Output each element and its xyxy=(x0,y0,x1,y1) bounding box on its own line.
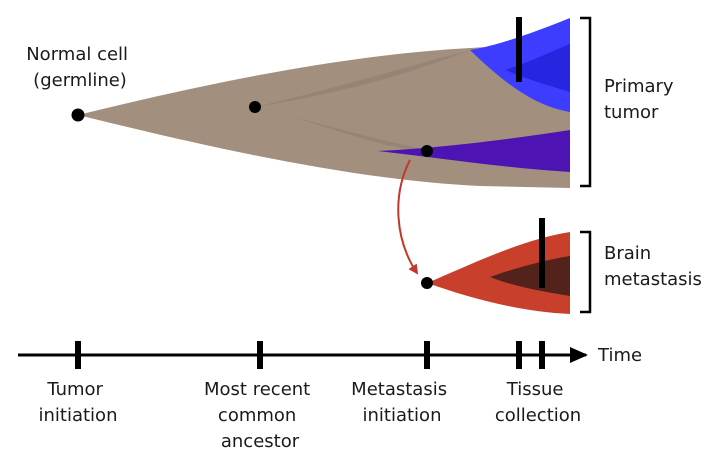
metastasis-node xyxy=(421,277,433,289)
tick-tissue-collection-primary xyxy=(516,341,522,369)
primary-tumor-bracket xyxy=(580,16,592,188)
brain-metastasis-bracket xyxy=(580,230,592,314)
tick-label-metastasis-initiation: Metastasis initiation xyxy=(351,379,453,426)
tick-mrca xyxy=(257,341,263,369)
tick-tissue-collection-metastasis xyxy=(539,341,545,369)
tick-label-tumor-initiation: Tumor initiation xyxy=(39,379,118,426)
primary-tumor-lineage xyxy=(71,16,592,188)
normal-cell-label: Normal cell (germline) xyxy=(26,44,134,91)
metastasis-shape xyxy=(427,232,570,314)
metastasis-origin-node xyxy=(421,145,433,157)
brain-metastasis-lineage xyxy=(421,218,592,314)
tick-label-mrca: Most recent common ancestor xyxy=(204,379,316,452)
tick-tumor-initiation xyxy=(75,341,81,369)
blue-subclone-inner xyxy=(505,44,570,92)
tick-label-tissue-collection: Tissue collection xyxy=(495,379,581,426)
brain-metastasis-label: Brain metastasis xyxy=(604,243,702,290)
normal-cell-node xyxy=(71,108,85,122)
metastasis-collection-marker xyxy=(539,218,545,288)
metastasis-seeding-arrow xyxy=(397,159,419,275)
primary-collection-marker xyxy=(516,17,522,82)
purple-subclone-shape xyxy=(378,130,570,172)
primary-tumor-label: Primary tumor xyxy=(604,76,679,123)
metastasis-dark-subclone xyxy=(490,256,570,296)
tick-metastasis-initiation xyxy=(424,341,430,369)
mrca-node xyxy=(249,101,261,113)
timeline: Time Tumor initiation Most recent common… xyxy=(18,341,642,452)
time-axis-label: Time xyxy=(597,345,642,366)
